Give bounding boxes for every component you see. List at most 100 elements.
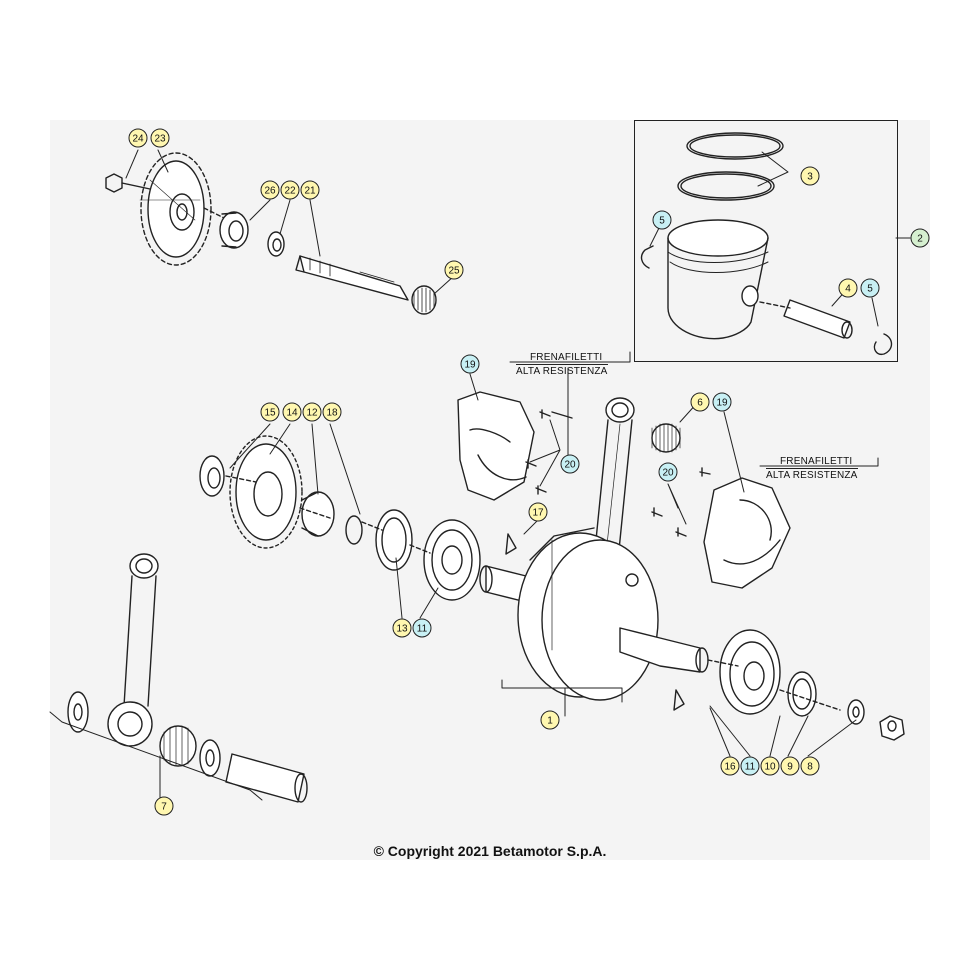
callout-number: 13: [396, 624, 408, 635]
callout-17: 17: [528, 502, 548, 522]
callout-24: 24: [128, 128, 148, 148]
callout-number: 6: [697, 398, 703, 409]
callout-9: 9: [780, 756, 800, 776]
callout-circle: [260, 180, 280, 200]
callout-8: 8: [800, 756, 820, 776]
callout-number: 5: [659, 216, 665, 227]
callout-10: 10: [760, 756, 780, 776]
callout-19: 19: [712, 392, 732, 412]
callout-circle: [282, 402, 302, 422]
callout-15: 15: [260, 402, 280, 422]
callout-20: 20: [560, 454, 580, 474]
callout-number: 4: [845, 284, 851, 295]
callout-circle: [560, 454, 580, 474]
callout-number: 9: [787, 762, 793, 773]
callout-number: 24: [132, 134, 144, 145]
callout-circle: [712, 392, 732, 412]
callout-circle: [910, 228, 930, 248]
crankshaft: [479, 527, 709, 711]
callout-number: 11: [417, 624, 428, 635]
callout-number: 21: [304, 186, 316, 197]
callout-19: 19: [460, 354, 480, 374]
callout-7: 7: [154, 796, 174, 816]
callout-number: 1: [547, 716, 553, 727]
callout-number: 5: [867, 284, 873, 295]
callout-22: 22: [280, 180, 300, 200]
callout-26: 26: [260, 180, 280, 200]
callout-circle: [302, 402, 322, 422]
callout-number: 17: [532, 508, 544, 519]
callout-number: 18: [326, 408, 338, 419]
callout-circle: [860, 278, 880, 298]
callout-25: 25: [444, 260, 464, 280]
crank-bracket-right: [651, 467, 791, 589]
note-left-line1: FRENAFILETTI: [530, 352, 603, 363]
callout-circle: [780, 756, 800, 776]
callout-circle: [150, 128, 170, 148]
callout-5: 5: [860, 278, 880, 298]
connecting-rod-kit: [67, 553, 308, 803]
main-bearing-right: [707, 629, 905, 741]
callout-circle: [412, 618, 432, 638]
crank-gear-set: [199, 435, 363, 549]
callout-number: 20: [564, 460, 576, 471]
callout-number: 16: [724, 762, 736, 773]
callout-number: 14: [286, 408, 298, 419]
leader-lines: [49, 149, 911, 801]
callout-circle: [800, 166, 820, 186]
callout-6: 6: [690, 392, 710, 412]
callout-14: 14: [282, 402, 302, 422]
callout-20: 20: [658, 462, 678, 482]
callout-number: 10: [764, 762, 776, 773]
callout-circle: [154, 796, 174, 816]
callout-circle: [720, 756, 740, 776]
callout-circle: [444, 260, 464, 280]
callout-number: 3: [807, 172, 813, 183]
callout-circle: [260, 402, 280, 422]
main-bearing-left: [361, 509, 481, 601]
callout-number: 8: [807, 762, 813, 773]
callout-13: 13: [392, 618, 412, 638]
callout-21: 21: [300, 180, 320, 200]
callout-11: 11: [740, 756, 760, 776]
callout-circle: [540, 710, 560, 730]
callout-number: 15: [264, 408, 276, 419]
callout-circle: [392, 618, 412, 638]
threadlocker-note-right: FRENAFILETTI ALTA RESISTENZA: [766, 455, 858, 482]
callout-11: 11: [412, 618, 432, 638]
callout-12: 12: [302, 402, 322, 422]
callout-circle: [528, 502, 548, 522]
callout-number: 19: [464, 360, 476, 371]
crank-bracket-left: [457, 391, 573, 501]
callout-number: 23: [154, 134, 166, 145]
callout-circle: [280, 180, 300, 200]
callout-circle: [760, 756, 780, 776]
callout-number: 26: [264, 186, 276, 197]
callout-number: 19: [716, 398, 728, 409]
note-right-line1: FRENAFILETTI: [780, 456, 853, 467]
callout-circle: [460, 354, 480, 374]
callout-number: 11: [745, 762, 756, 773]
connecting-rod-upper: [593, 397, 681, 561]
callout-circle: [690, 392, 710, 412]
callout-4: 4: [838, 278, 858, 298]
callout-number: 12: [306, 408, 318, 419]
callout-circle: [740, 756, 760, 776]
callout-number: 2: [917, 234, 923, 245]
callout-circle: [658, 462, 678, 482]
callout-number: 7: [161, 802, 167, 813]
callout-5: 5: [652, 210, 672, 230]
callout-circle: [800, 756, 820, 776]
callout-circle: [300, 180, 320, 200]
callout-circle: [128, 128, 148, 148]
callout-number: 20: [662, 468, 674, 479]
callout-circle: [652, 210, 672, 230]
callout-18: 18: [322, 402, 342, 422]
note-right-line2: ALTA RESISTENZA: [766, 468, 858, 481]
callout-circle: [838, 278, 858, 298]
callout-2: 2: [910, 228, 930, 248]
callout-16: 16: [720, 756, 740, 776]
piston-kit: [640, 132, 893, 356]
